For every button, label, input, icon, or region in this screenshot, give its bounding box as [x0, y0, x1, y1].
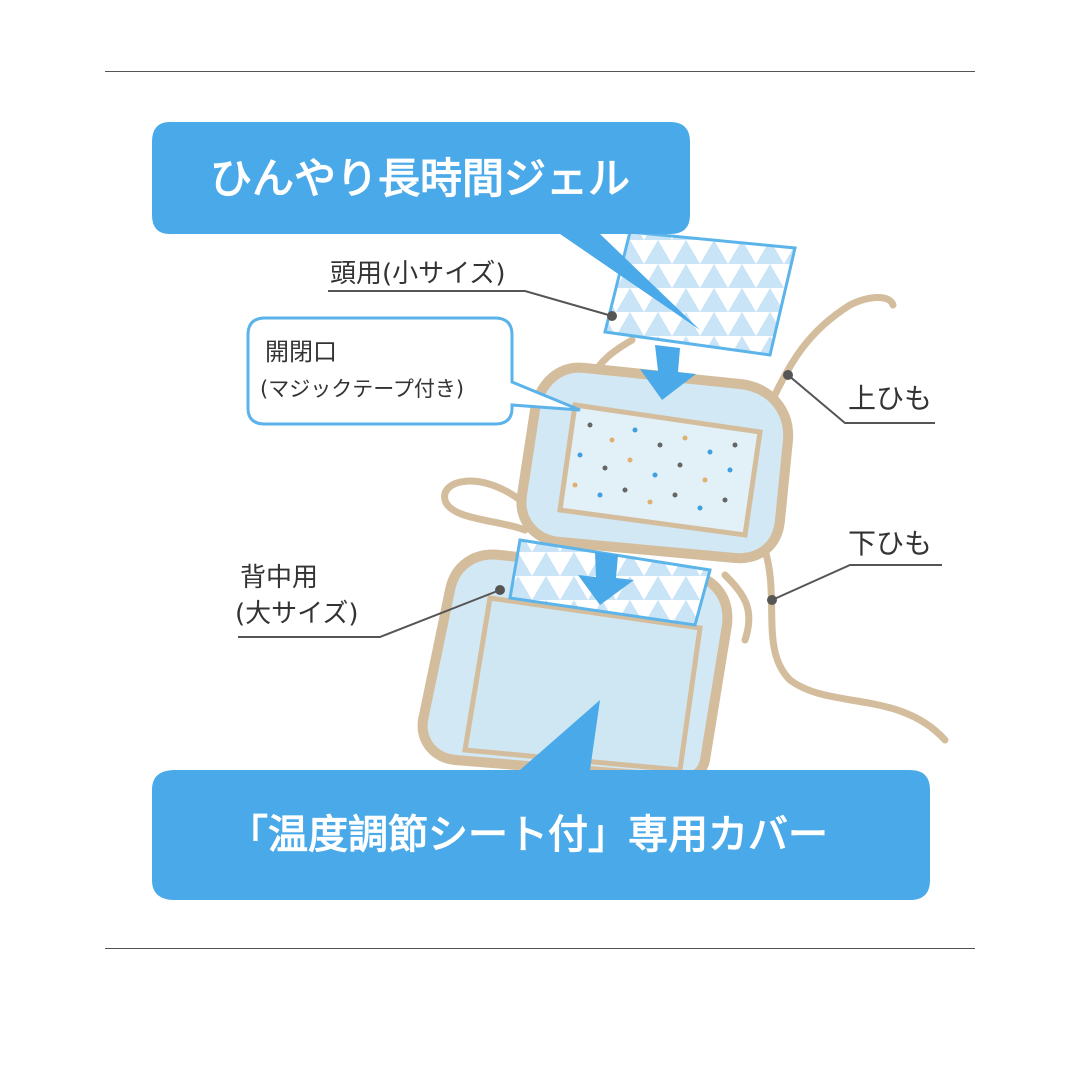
top-divider	[105, 71, 975, 72]
arrow-down-icon-2	[578, 552, 634, 605]
leader-lines	[238, 290, 942, 638]
upper-cover	[516, 362, 794, 564]
opening-label-line2: (マジックテープ付き)	[260, 377, 464, 401]
lower-strap-label: 下ひも	[848, 527, 932, 560]
upper-inner-panel	[557, 402, 763, 538]
gel-pack-small	[603, 230, 797, 357]
head-label: 頭用(小サイズ)	[330, 259, 506, 289]
top-banner: ひんやり長時間ジェル	[152, 122, 700, 330]
top-banner-title: ひんやり長時間ジェル	[210, 154, 630, 203]
head-leader	[328, 290, 613, 317]
bottom-banner-title: 「温度調節シート付」専用カバー	[228, 812, 828, 858]
dot-pattern	[572, 422, 738, 511]
lower-strap-leader	[771, 564, 942, 601]
arrow-down-icon	[640, 345, 696, 400]
opening-callout: 開閉口 (マジックテープ付き)	[246, 316, 581, 426]
back-label-line1: 背中用	[240, 563, 318, 593]
lower-strap-right	[761, 546, 949, 744]
upper-strap-label: 上ひも	[848, 382, 932, 415]
side-loop-left	[441, 477, 529, 534]
opening-label-line1: 開閉口	[265, 338, 337, 366]
back-leader	[238, 589, 501, 638]
bottom-banner: 「温度調節シート付」専用カバー	[152, 700, 930, 900]
bottom-divider	[105, 948, 975, 949]
back-label-line2: (大サイズ)	[235, 599, 359, 629]
lower-cover	[417, 549, 733, 784]
lower-strap-inner	[721, 571, 753, 644]
upper-strap-leader	[787, 374, 935, 424]
